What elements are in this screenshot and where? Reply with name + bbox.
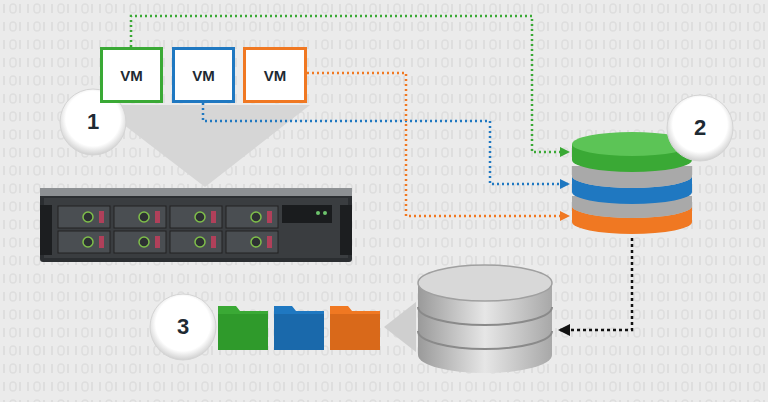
- callout-circle: [150, 294, 216, 360]
- callout-number: 2: [694, 115, 706, 141]
- funnel: [98, 105, 310, 187]
- dotted-link: [131, 16, 568, 152]
- vm-box: VM: [100, 47, 163, 103]
- dotted-link: [203, 103, 568, 184]
- vm-label: VM: [192, 67, 215, 84]
- vm-box: VM: [243, 47, 307, 103]
- callout-number: 1: [87, 109, 99, 135]
- database: [384, 265, 552, 373]
- dotted-link: [307, 73, 568, 216]
- vm-label: VM: [264, 67, 287, 84]
- vm-label: VM: [120, 67, 143, 84]
- callout-circle: [667, 95, 733, 161]
- callout-number: 3: [177, 314, 189, 340]
- server: [40, 188, 352, 262]
- dotted-link: [560, 238, 632, 330]
- vm-box: VM: [172, 47, 235, 103]
- folders: [218, 306, 380, 350]
